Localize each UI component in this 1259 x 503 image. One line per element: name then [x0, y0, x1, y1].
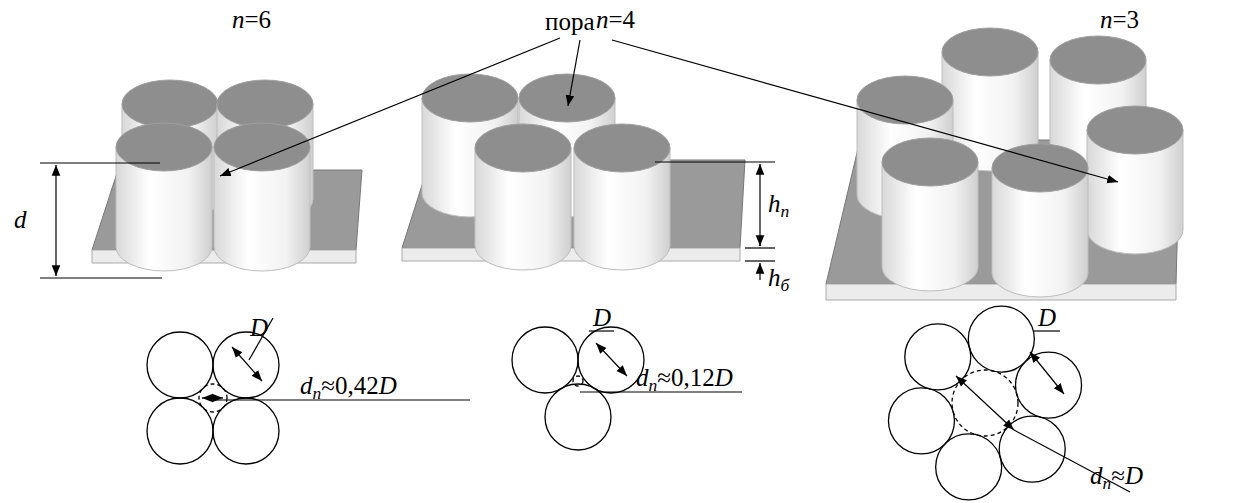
cylinder-top [122, 80, 218, 128]
cylinder-top [217, 80, 313, 128]
fibre-circle [888, 388, 954, 454]
plan-circles [147, 306, 1082, 500]
figure-label: n=3 [1100, 6, 1139, 34]
fibre-circle [545, 384, 611, 450]
cylinder [882, 138, 978, 291]
figure-label: D [593, 304, 611, 332]
cylinder [574, 124, 670, 270]
cylinder-top [519, 74, 615, 122]
pore-leaders [220, 38, 1118, 182]
pore-circle [952, 370, 1018, 436]
plan-dimensions [202, 318, 1130, 492]
cylinder-fibres [116, 28, 1183, 297]
pore-circle [573, 376, 583, 386]
figure-label: D [250, 314, 268, 342]
figure-label: dn≈0,12D [636, 364, 733, 396]
cylinder-top [422, 74, 518, 122]
figure-label: пора [545, 8, 595, 36]
cylinder-top [882, 138, 978, 186]
fibre-circle [147, 398, 213, 464]
cylinder [1087, 106, 1183, 254]
fibre-circle [512, 327, 578, 393]
fibre-circle [578, 327, 644, 393]
cylinder [475, 124, 571, 270]
cylinder-top [574, 124, 670, 172]
cylinder-top [1050, 36, 1146, 84]
cylinder-top [116, 123, 212, 171]
cylinder-top [857, 76, 953, 124]
fibre-circle [147, 332, 213, 398]
cylinder-top [214, 123, 310, 171]
figure-label: dn≈D [1090, 462, 1143, 494]
figure-label: n=4 [596, 6, 635, 34]
figure-label: D [1038, 304, 1056, 332]
figure-label: hn [768, 190, 789, 222]
dimension-lines [40, 162, 775, 280]
fibre-circle [1016, 352, 1082, 418]
cylinder [116, 123, 212, 271]
pore-circle [199, 384, 227, 412]
cylinder-top [475, 124, 571, 172]
cylinder-top [942, 28, 1038, 76]
figure-label: d [14, 206, 27, 234]
figure-label: dn≈0,42D [300, 372, 397, 404]
figure-label: n=6 [232, 6, 271, 34]
cylinder [992, 144, 1088, 297]
figure-label: hб [768, 264, 789, 296]
fibre-circle [213, 332, 279, 398]
cylinder-top [1087, 106, 1183, 154]
